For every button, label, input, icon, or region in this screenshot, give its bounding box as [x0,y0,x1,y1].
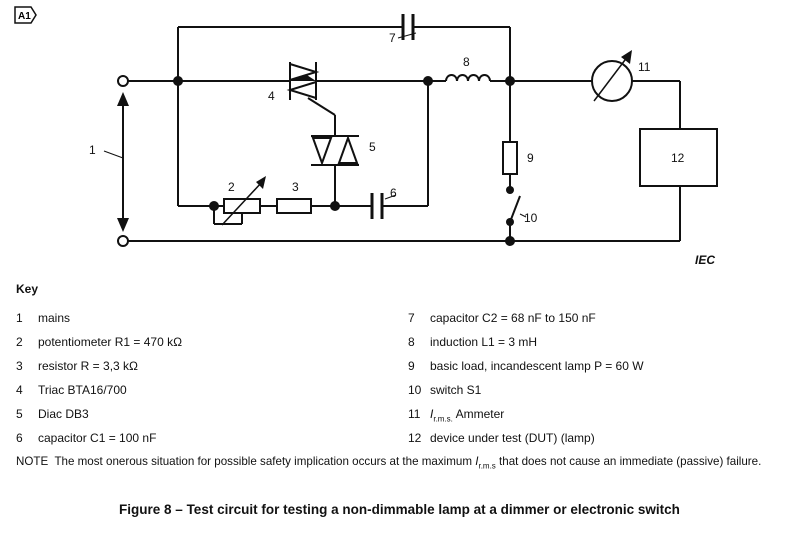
key-number: 6 [16,431,23,445]
iec-mark: IEC [695,253,715,267]
key-label: Diac DB3 [38,407,89,421]
current-symbol: I [430,407,434,421]
label-10: 10 [524,211,538,225]
capacitor-c2 [401,14,415,40]
label-1: 1 [89,143,96,157]
key-label: device under test (DUT) (lamp) [430,431,595,445]
dut-box [639,128,718,187]
key-number: 7 [408,311,415,325]
key-number: 2 [16,335,23,349]
label-12: 12 [671,151,685,165]
label-8: 8 [463,55,470,69]
key-label: mains [38,311,71,325]
key-item: 9 basic load, incandescent lamp P = 60 W [408,358,644,382]
key-number: 4 [16,383,23,397]
potentiometer-r1 [221,176,266,226]
key-number: 8 [408,335,415,349]
key-item: 3 resistor R = 3,3 kΩ [16,358,182,382]
label-11: 11 [638,60,651,74]
capacitor-c1 [370,193,384,219]
amendment-mark: A1 [14,6,37,24]
key-item: 10 switch S1 [408,382,644,406]
triac [286,62,320,100]
circuit-diagram: 1 2 3 4 5 6 7 8 9 10 11 12 IEC [89,14,718,267]
key-label: capacitor C1 = 100 nF [38,431,157,445]
ammeter [591,50,633,102]
key-label: resistor R = 3,3 kΩ [38,359,139,373]
key-item: 11 Ir.m.s. Ammeter [408,406,644,430]
figure-caption: Figure 8 – Test circuit for testing a no… [119,502,680,517]
key-item: 7 capacitor C2 = 68 nF to 150 nF [408,310,644,334]
switch-s1 [506,186,521,226]
note-current-symbol: I [475,455,479,468]
mains-terminal-bottom [117,235,129,247]
resistor-r [276,198,312,214]
key-list-left: 1 mains 2 potentiometer R1 = 470 kΩ 3 resis… [16,310,182,454]
key-item: 2 potentiometer R1 = 470 kΩ [16,334,182,358]
inductor [445,74,491,82]
key-label: Ir.m.s. Ammeter [430,406,504,427]
key-title: Key [16,282,39,296]
note-text-b: that does not cause an immediate (passiv… [495,455,762,468]
svg-text:A1: A1 [18,11,31,22]
label-9: 9 [527,151,534,165]
key-list-right: 7 capacitor C2 = 68 nF to 150 nF 8 inducti… [408,310,644,454]
key-item: 1 mains [16,310,182,334]
key-label: potentiometer R1 = 470 kΩ [38,335,183,349]
label-3: 3 [292,180,299,194]
label-7: 7 [389,31,396,45]
ammeter-text: Ammeter [452,407,505,421]
key-item: 12 device under test (DUT) (lamp) [408,430,644,454]
current-subscript: r.m.s. [433,414,453,424]
key-number: 3 [16,359,23,373]
mains-voltage-arrow [103,92,129,232]
note-text-a: The most onerous situation for possible … [48,455,476,468]
mains-terminal-top [117,75,129,87]
note: NOTE The most onerous situation for poss… [16,455,791,473]
key-number: 12 [408,431,422,445]
note-prefix: NOTE [16,455,49,468]
key-item: 5 Diac DB3 [16,406,182,430]
key-label: capacitor C2 = 68 nF to 150 nF [430,311,596,325]
leader-lines [384,32,527,218]
key-label: Triac BTA16/700 [38,383,127,397]
junction-dots [173,76,515,246]
label-4: 4 [268,89,275,103]
key-number: 9 [408,359,415,373]
basic-load-lamp [502,141,518,175]
key-number: 1 [16,311,23,325]
key-label: induction L1 = 3 mH [430,335,538,349]
label-6: 6 [390,186,397,200]
key-number: 11 [408,407,421,421]
key-item: 8 induction L1 = 3 mH [408,334,644,358]
diac [311,135,359,166]
key-item: 6 capacitor C1 = 100 nF [16,430,182,454]
label-5: 5 [369,140,376,154]
key-label: switch S1 [430,383,482,397]
key-number: 5 [16,407,23,421]
key-item: 4 Triac BTA16/700 [16,382,182,406]
key-number: 10 [408,383,422,397]
key-label: basic load, incandescent lamp P = 60 W [430,359,644,373]
note-current-subscript: r.m.s [478,461,496,471]
label-2: 2 [228,180,235,194]
